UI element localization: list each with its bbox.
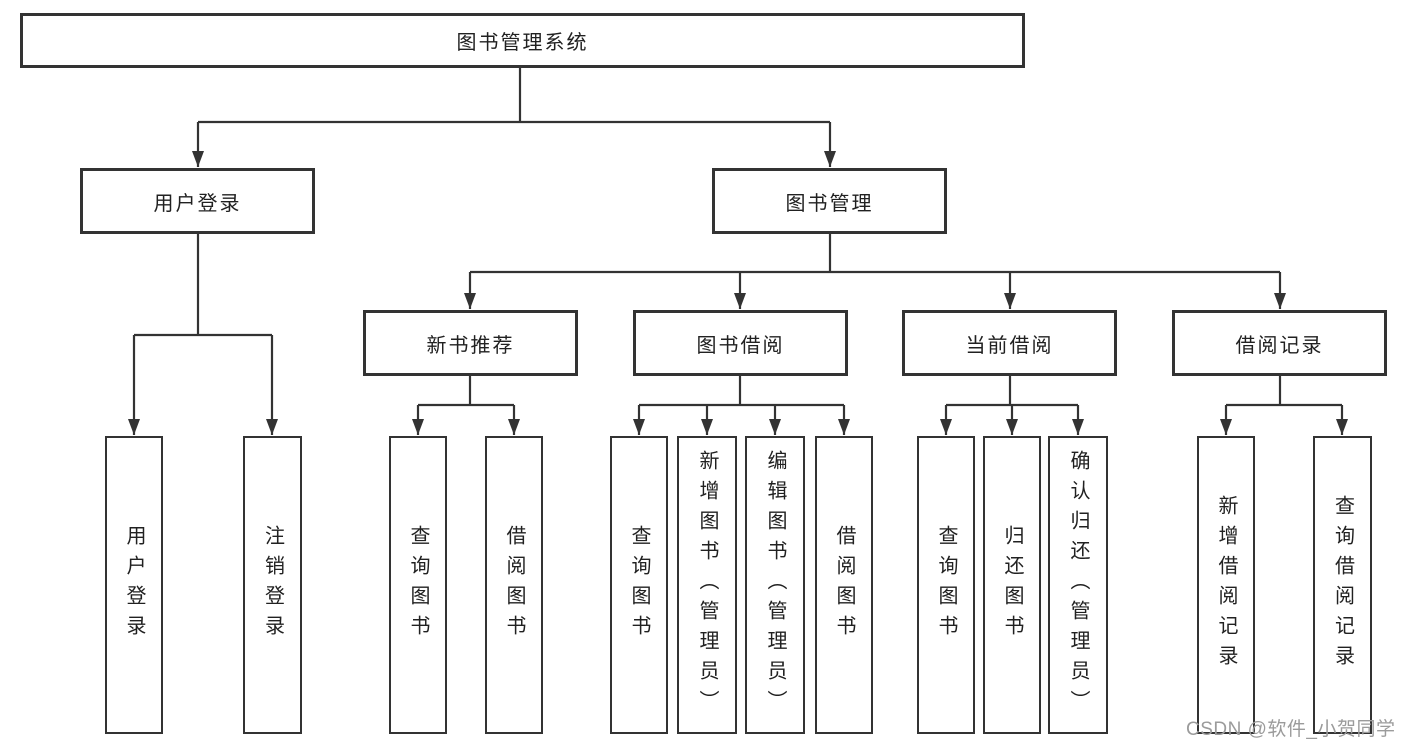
leaf-borrow-books: 借阅图书 — [815, 436, 873, 734]
leaf-user-login: 用户登录 — [105, 436, 163, 734]
node-current-borrow: 当前借阅 — [902, 310, 1117, 376]
node-book-management: 图书管理 — [712, 168, 947, 234]
node-borrow-records: 借阅记录 — [1172, 310, 1387, 376]
leaf-query-borrow-record: 查询借阅记录 — [1313, 436, 1372, 734]
leaf-add-book-admin: 新增图书（管理员） — [677, 436, 737, 734]
watermark-csdn: CSDN @软件_小贺同学 — [1186, 719, 1396, 740]
leaf-query-books-borrow: 查询图书 — [610, 436, 668, 734]
leaf-confirm-return-admin: 确认归还（管理员） — [1048, 436, 1108, 734]
leaf-edit-book-admin: 编辑图书（管理员） — [745, 436, 805, 734]
node-new-book-recommend: 新书推荐 — [363, 310, 578, 376]
node-book-borrow: 图书借阅 — [633, 310, 848, 376]
leaf-borrow-books-recommend: 借阅图书 — [485, 436, 543, 734]
leaf-query-books-current: 查询图书 — [917, 436, 975, 734]
node-library-system: 图书管理系统 — [20, 13, 1025, 68]
leaf-query-books-recommend: 查询图书 — [389, 436, 447, 734]
leaf-add-borrow-record: 新增借阅记录 — [1197, 436, 1255, 734]
leaf-logout: 注销登录 — [243, 436, 302, 734]
leaf-return-books: 归还图书 — [983, 436, 1041, 734]
node-user-login: 用户登录 — [80, 168, 315, 234]
